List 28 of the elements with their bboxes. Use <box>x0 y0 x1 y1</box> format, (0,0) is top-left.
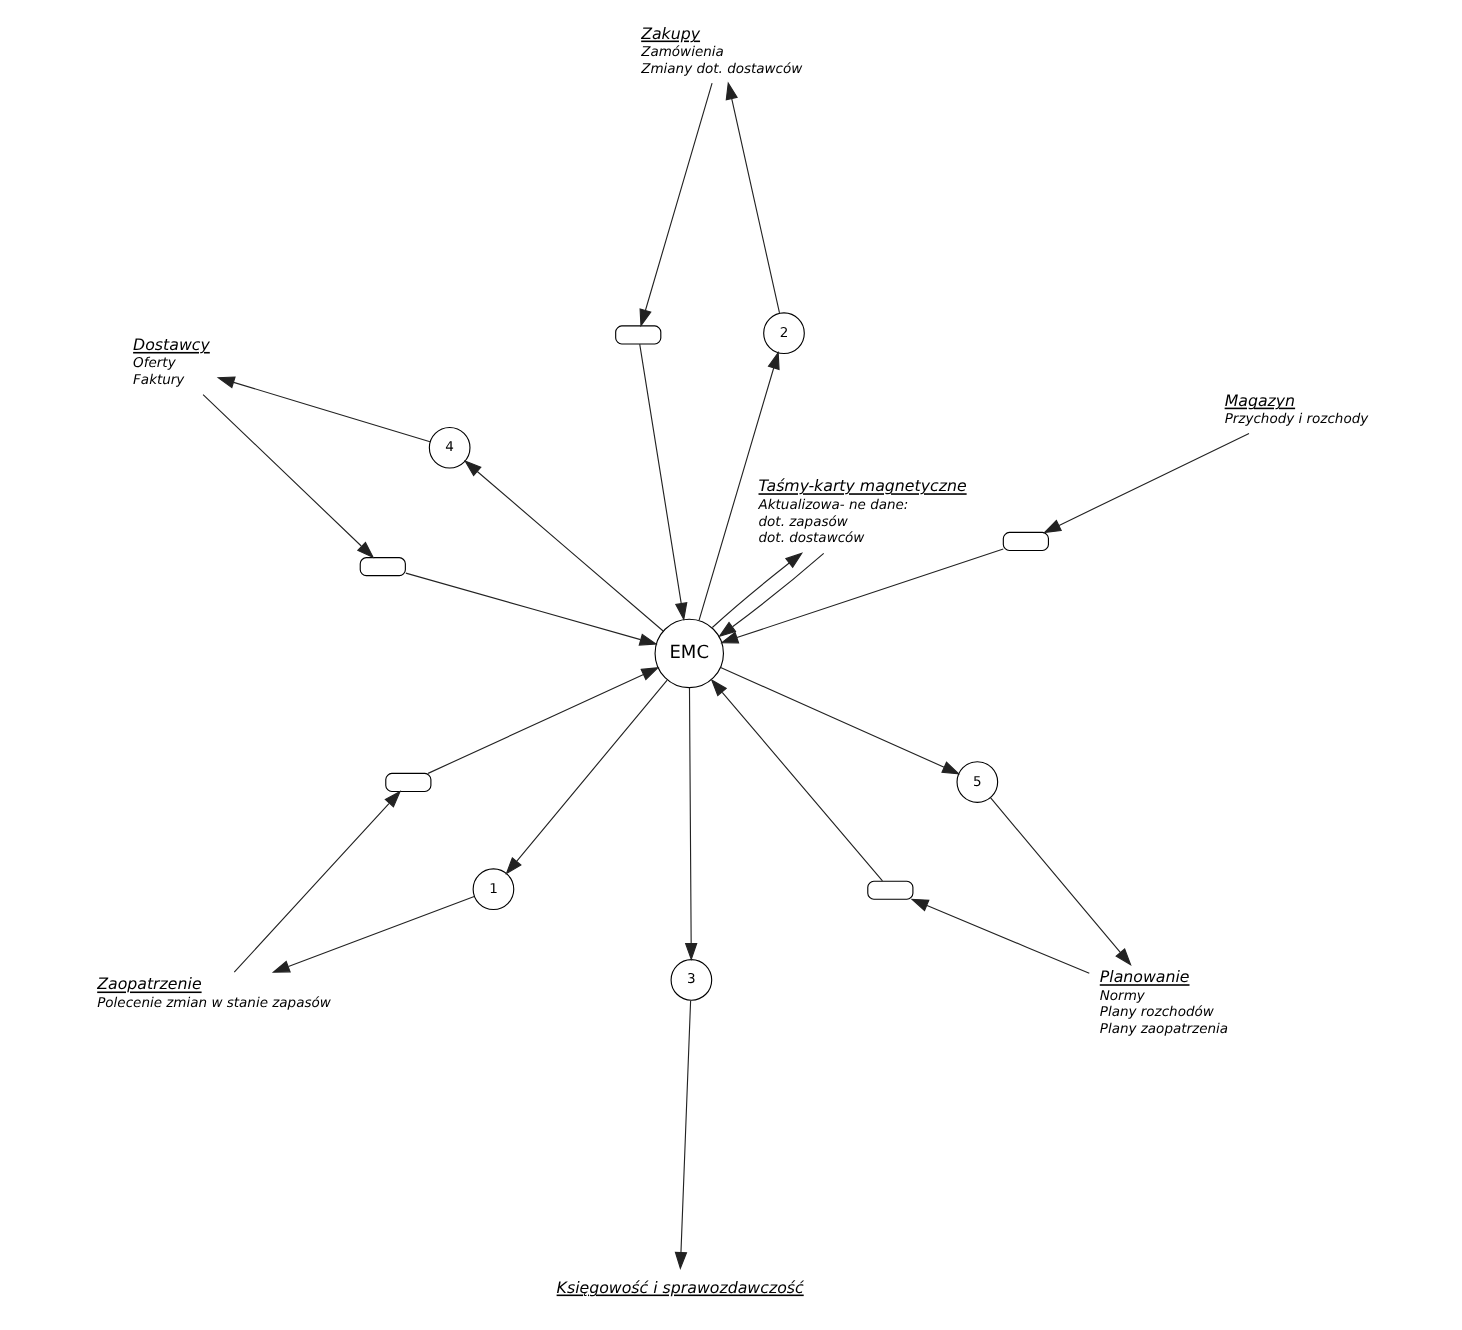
arrow <box>638 82 712 328</box>
node-box <box>358 557 405 577</box>
arrow <box>504 679 667 875</box>
arrow <box>462 459 663 632</box>
arrow <box>909 898 1089 974</box>
arrow <box>232 790 401 973</box>
arrow <box>638 343 687 621</box>
arrow <box>988 797 1131 966</box>
node-box <box>1001 531 1048 552</box>
node-box <box>866 880 913 900</box>
arrow <box>719 666 960 775</box>
arrow <box>717 552 824 638</box>
arrow <box>697 351 779 621</box>
arrow <box>673 1000 691 1270</box>
arrow <box>201 394 374 559</box>
arrow <box>709 678 883 882</box>
arrow <box>270 895 474 973</box>
arrow <box>683 687 697 962</box>
node-circle: EMC <box>653 618 723 689</box>
arrow <box>710 552 803 629</box>
arrow <box>404 572 657 646</box>
node-box <box>614 325 661 345</box>
arrow <box>724 81 780 314</box>
arrow <box>426 667 659 774</box>
arrow <box>719 548 1003 644</box>
node-box <box>384 772 431 793</box>
arrow <box>1042 433 1249 534</box>
arrow <box>215 376 430 443</box>
